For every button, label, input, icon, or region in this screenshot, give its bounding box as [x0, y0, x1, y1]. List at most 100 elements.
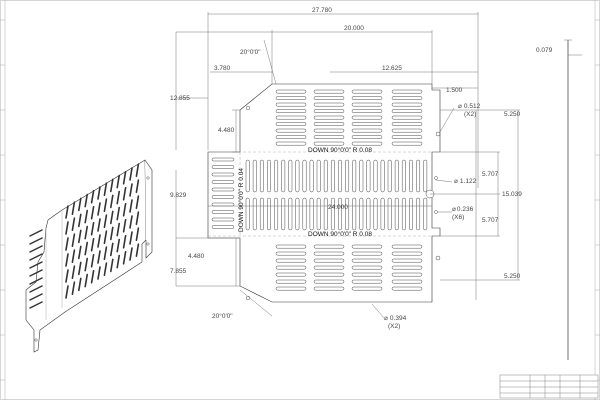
slot-top	[351, 135, 383, 139]
slot-center-lower	[330, 197, 335, 231]
slot-left-tab	[211, 157, 235, 162]
slot-center-upper	[302, 159, 307, 193]
flat-pattern	[207, 83, 441, 303]
slot-center-lower	[387, 197, 392, 231]
callout-small-hole-qty: (X6)	[452, 214, 464, 221]
slot-bottom	[313, 265, 345, 270]
slot-top	[313, 135, 345, 139]
iso-slot	[78, 229, 82, 244]
slot-top	[313, 115, 345, 120]
slot-left-tab	[211, 172, 235, 177]
title-block	[499, 374, 599, 399]
slot-top	[313, 128, 345, 133]
slot-center-lower	[423, 197, 428, 231]
dim-right-mid-lower: 5.707	[482, 217, 499, 224]
slot-top	[351, 141, 383, 146]
slot-top	[351, 128, 383, 133]
iso-slot	[65, 269, 69, 283]
slot-top	[391, 96, 423, 100]
iso-slot	[78, 213, 82, 228]
iso-slot	[122, 203, 127, 217]
slot-center-upper	[416, 159, 421, 193]
slot-top	[313, 122, 345, 126]
iso-slot	[103, 198, 108, 212]
slot-bottom	[313, 279, 345, 284]
iso-slot	[78, 245, 82, 260]
slot-center-upper	[373, 159, 378, 193]
slot-center-lower	[366, 197, 371, 231]
slot-center-upper	[281, 159, 286, 193]
iso-slot	[135, 211, 140, 225]
slot-bottom	[351, 265, 383, 270]
slot-center-lower	[409, 197, 413, 231]
slot-bottom	[275, 265, 307, 270]
iso-slot	[110, 210, 114, 225]
iso-slot	[103, 230, 108, 244]
dimension-lines	[175, 12, 520, 319]
slot-left-tab	[211, 187, 235, 192]
iso-slot	[129, 215, 133, 229]
iso-slot	[116, 190, 120, 205]
slot-left-tab	[211, 202, 235, 207]
iso-slot	[90, 222, 95, 236]
slot-bottom	[275, 251, 307, 256]
slot-top	[275, 128, 307, 133]
iso-slot	[90, 190, 95, 204]
iso-slot	[97, 186, 101, 200]
iso-slot	[135, 179, 140, 193]
iso-slot	[116, 254, 120, 269]
slot-center-lower	[345, 197, 350, 231]
slot-center-upper	[338, 159, 342, 193]
slot-bottom	[313, 286, 345, 291]
bend-note-side: DOWN 90°0'0" R 0.04	[237, 168, 245, 232]
slot-bottom	[391, 258, 423, 263]
slot-top	[391, 109, 423, 113]
slot-left-tab	[211, 165, 235, 169]
slot-top	[391, 102, 423, 107]
callout-center-hole: ⌀1.122	[454, 178, 477, 185]
slot-center-upper	[345, 159, 350, 193]
slot-bottom	[275, 286, 307, 291]
slot-center-lower	[259, 197, 264, 231]
slot-center-upper	[330, 159, 335, 193]
dim-center-height: 9.829	[170, 192, 187, 199]
slot-top	[351, 109, 383, 113]
bend-note-lower: DOWN 90°0'0" R 0.08	[308, 230, 372, 238]
iso-slot	[103, 262, 108, 277]
slot-top	[391, 115, 423, 120]
dim-upper-tab: 4.480	[218, 127, 235, 134]
side-view	[564, 39, 582, 360]
slot-top	[313, 89, 345, 94]
iso-slot	[78, 261, 82, 276]
iso-slot	[116, 174, 120, 189]
slot-center-upper	[245, 159, 250, 193]
slot-bottom	[391, 272, 423, 277]
slot-center-upper	[352, 159, 357, 193]
iso-slot	[65, 253, 69, 267]
slot-center-upper	[309, 159, 314, 193]
slot-top	[313, 141, 345, 146]
slot-center-lower	[288, 197, 293, 231]
iso-slot	[122, 171, 127, 185]
bend-note-upper: DOWN 90°0'0" R 0.08	[308, 146, 372, 154]
slot-top	[351, 122, 383, 126]
slot-center-lower	[373, 197, 378, 231]
slot-bottom	[275, 258, 307, 263]
slot-top	[275, 141, 307, 146]
iso-slot	[84, 209, 88, 224]
slot-left-tab	[211, 217, 235, 222]
slot-center-upper	[409, 159, 413, 193]
slot-top	[391, 135, 423, 139]
slot-bottom	[391, 265, 423, 270]
iso-slot	[110, 258, 114, 273]
slot-bottom	[351, 258, 383, 263]
iso-slot	[65, 285, 69, 299]
iso-slot	[90, 206, 95, 220]
slot-center-upper	[259, 159, 264, 193]
slot-center-upper	[323, 159, 328, 193]
dim-right-lower: 5.250	[504, 273, 521, 280]
iso-slot	[97, 202, 101, 216]
iso-slot	[78, 277, 82, 292]
slot-bottom	[313, 251, 345, 256]
slot-center-lower	[281, 197, 286, 231]
